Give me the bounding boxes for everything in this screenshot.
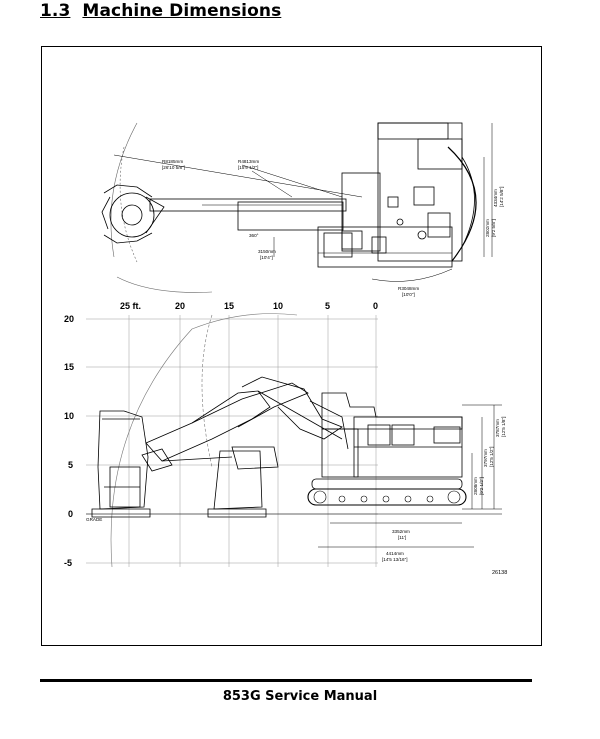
x-tick-label: 25 ft. <box>120 301 141 311</box>
plan-width-inner-imperial: [9'2 5/8"] <box>491 219 496 237</box>
y-tick-label: 20 <box>64 314 74 324</box>
plan-width-outer-label: 4334mm <box>493 189 498 207</box>
overall-length-imperial: [14'5 13/16"] <box>382 557 408 562</box>
section-title: Machine Dimensions <box>82 1 282 21</box>
plan-radius-mid-imperial: [15'9 1/2"] <box>238 165 258 170</box>
x-tick-label: 0 <box>373 301 378 311</box>
y-tick-label: 5 <box>68 460 73 470</box>
x-tick-label: 10 <box>273 301 283 311</box>
track-length-imperial: [11'] <box>398 535 406 540</box>
plan-radius-mid-label: R4813mm <box>238 159 259 164</box>
section-heading: 1.3 Machine Dimensions <box>40 1 281 21</box>
plan-radius-boom-imperial: [26'10 5/8"] <box>162 165 185 170</box>
plan-tail-radius-label: R3048mm <box>398 286 419 291</box>
y-tick-label: 15 <box>64 362 74 372</box>
figure-frame: R8185mm [26'10 5/8"] R4813mm [15'9 1/2"]… <box>41 46 542 646</box>
plan-width-inner-label: 2802mm <box>485 219 490 237</box>
grade-label: GRADE <box>86 517 102 522</box>
y-tick-label: 0 <box>68 509 73 519</box>
height-deck-label: 3797mm <box>483 449 488 467</box>
footer-rule <box>40 679 532 682</box>
plan-width-outer-imperial: [14'2 5/8"] <box>499 187 504 207</box>
x-tick-label: 5 <box>325 301 330 311</box>
plan-radius-boom-label: R8185mm <box>162 159 183 164</box>
y-tick-label: 10 <box>64 411 74 421</box>
plan-swing-label: 360° <box>249 233 259 238</box>
y-tick-label: -5 <box>64 558 72 568</box>
overall-length-label: 4414mm <box>386 551 404 556</box>
machine-drawing: R8185mm [26'10 5/8"] R4813mm [15'9 1/2"]… <box>64 122 507 576</box>
plan-track-gauge-imperial: [10'4"] <box>260 255 273 260</box>
track-length-label: 3352mm <box>392 529 410 534</box>
plan-tail-radius-imperial: [10'0"] <box>402 292 415 297</box>
height-cab-label: 3787mm <box>495 419 500 437</box>
section-number: 1.3 <box>40 1 71 21</box>
footer-title: 853G Service Manual <box>222 689 378 704</box>
x-tick-label: 15 <box>224 301 234 311</box>
height-track-imperial: [9'2 1/2"] <box>479 477 484 495</box>
height-deck-imperial: [12'5 1/2"] <box>489 447 494 467</box>
plan-track-gauge-label: 3150mm <box>258 249 276 254</box>
x-tick-label: 20 <box>175 301 185 311</box>
height-track-label: 2808mm <box>473 477 478 495</box>
height-cab-imperial: [12'5 1/8"] <box>501 417 506 437</box>
figure-number: 26138 <box>492 570 507 576</box>
